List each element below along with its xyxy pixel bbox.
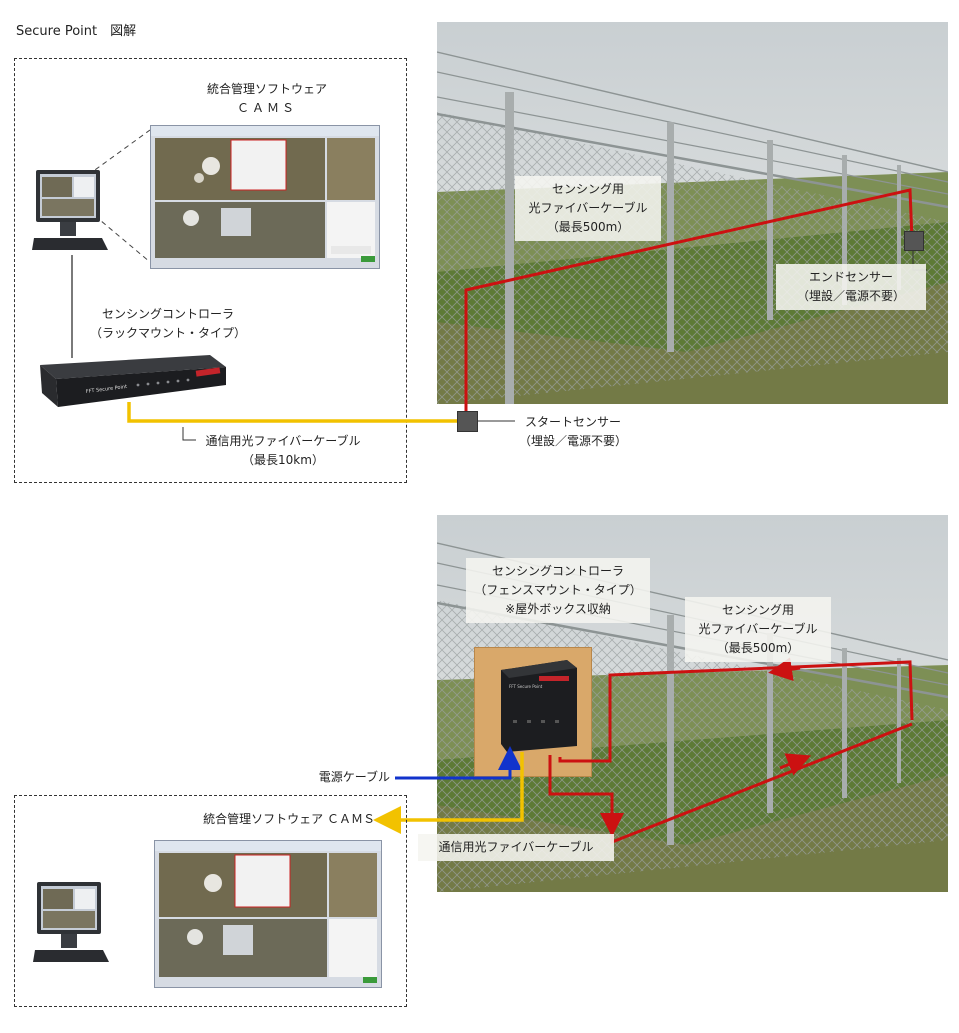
bottom-cable-overlay [373, 657, 914, 845]
bottom-comm-cable-label: 通信用光ファイバーケーブル [418, 834, 614, 861]
top-sensing-cable-label: センシング用 光ファイバーケーブル （最長500m） [515, 176, 661, 241]
start-sensor-line1: スタートセンサー [524, 415, 621, 429]
top-sensing-cable [464, 188, 914, 420]
top-controller-label: センシングコントローラ （ラックマウント・タイプ） [78, 305, 258, 343]
device-brand-text: FFT Secure Point [86, 384, 128, 395]
top-sensing-cable-line1: センシング用 [551, 182, 624, 196]
fencemount-controller: FFT Secure Point [497, 660, 581, 752]
start-sensor-line2: （埋設／電源不要） [518, 434, 627, 448]
bottom-sensing-cable-label: センシング用 光ファイバーケーブル （最長500m） [685, 597, 831, 662]
start-sensor-box [457, 411, 478, 432]
power-cable-label: 電源ケーブル [318, 770, 390, 784]
bottom-system-box [14, 795, 407, 1007]
start-sensor-label: スタートセンサー （埋設／電源不要） [512, 413, 634, 451]
top-sensing-cable-line3: （最長500m） [546, 220, 630, 234]
monitor-icon-bottom [33, 880, 111, 968]
top-controller-label-line2: （ラックマウント・タイプ） [89, 326, 246, 340]
cams-screenshot-bottom [154, 840, 382, 988]
bottom-controller-line2: （フェンスマウント・タイプ） [474, 583, 642, 597]
bottom-comm-cable [373, 752, 524, 834]
bottom-sensing-cable-out [558, 660, 914, 763]
comm-cable-leader [182, 427, 196, 441]
bottom-sensing-cable-line2: 光ファイバーケーブル [698, 622, 818, 636]
svg-text:FFT Secure Point: FFT Secure Point [509, 684, 543, 689]
page-title: Secure Point 図解 [16, 24, 137, 39]
bottom-sensing-cable-line3: （最長500m） [716, 641, 800, 655]
power-cable [395, 746, 522, 780]
end-sensor-label: エンドセンサー （埋設／電源不要） [776, 264, 926, 310]
top-comm-cable-line1: 通信用光ファイバーケーブル [205, 434, 361, 448]
zoom-line-top [87, 129, 151, 176]
top-comm-cable-label: 通信用光ファイバーケーブル （最長10km） [198, 432, 368, 470]
top-sensing-cable-line2: 光ファイバーケーブル [528, 201, 648, 215]
top-cable-overlay [71, 129, 927, 441]
top-comm-cable [127, 402, 458, 423]
bottom-sensing-cable-line1: センシング用 [721, 603, 794, 617]
bottom-controller-line1: センシングコントローラ [491, 564, 624, 578]
top-comm-cable-line2: （最長10km） [242, 453, 324, 467]
top-controller-label-line1: センシングコントローラ [101, 307, 234, 321]
top-software-label: 統合管理ソフトウェア ＣＡＭＳ [192, 80, 342, 118]
top-software-label-line1: 統合管理ソフトウェア [206, 82, 327, 96]
monitor-icon [32, 168, 110, 256]
bottom-sensing-cable-return [548, 722, 913, 845]
end-sensor-box [904, 231, 924, 251]
end-sensor-line1: エンドセンサー [808, 270, 893, 284]
end-sensor-line2: （埋設／電源不要） [796, 289, 905, 303]
rackmount-controller: FFT Secure Point [38, 355, 228, 413]
bottom-controller-label: センシングコントローラ （フェンスマウント・タイプ） ※屋外ボックス収納 [466, 558, 650, 623]
bottom-software-label: 統合管理ソフトウェア ＣＡＭＳ [203, 812, 375, 826]
cams-screenshot [150, 125, 380, 269]
top-software-label-line2: ＣＡＭＳ [236, 101, 297, 115]
bottom-controller-line3: ※屋外ボックス収納 [505, 602, 611, 616]
top-system-box [14, 58, 407, 483]
